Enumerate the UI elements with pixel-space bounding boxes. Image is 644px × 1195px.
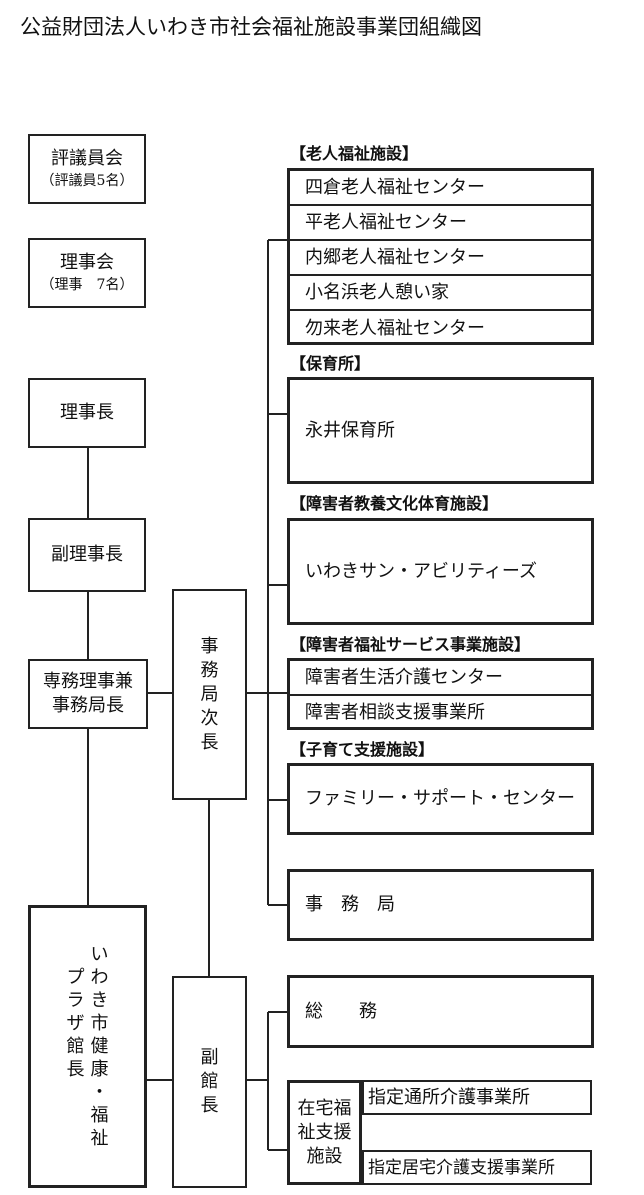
council-box: 評議員会 （評議員5名）	[28, 134, 146, 204]
home-welfare-box: 在宅福 祉支援 施設	[287, 1080, 362, 1185]
vice-director-char: 館	[200, 1071, 219, 1092]
childcare-item: ファミリー・サポート・センター	[287, 763, 594, 835]
page-title: 公益財団法人いわき市社会福祉施設事業団組織図	[20, 15, 482, 39]
home-welfare-item-label: 指定通所介護事業所	[368, 1086, 530, 1108]
chairman-box: 理事長	[28, 378, 146, 448]
vice-director-char: 長	[200, 1095, 219, 1116]
managing-director-box: 専務理事兼 事務局長	[28, 659, 148, 729]
plaza-char: プ	[66, 967, 85, 988]
deputy-char: 事	[200, 635, 219, 657]
home-welfare-line: 施設	[306, 1145, 343, 1167]
plaza-director-col2: プ ラ ザ 館 長	[67, 943, 85, 1150]
plaza-director-label: い わ き 市 健 康 ・ 福 祉 プ ラ ザ 館 長	[67, 943, 109, 1150]
category-disabled-service: 【障害者福祉サービス事業施設】	[290, 635, 531, 654]
plaza-director-box: い わ き 市 健 康 ・ 福 祉 プ ラ ザ 館 長	[28, 905, 147, 1188]
vice-director-box: 副 館 長	[172, 976, 247, 1188]
plaza-char: 長	[66, 1059, 85, 1080]
elderly-item: 勿来老人福祉センター	[305, 317, 485, 339]
category-disabled-culture: 【障害者教養文化体育施設】	[290, 494, 499, 513]
home-welfare-item: 指定通所介護事業所	[362, 1080, 592, 1115]
deputy-secretary-box: 事 務 局 次 長	[172, 589, 247, 800]
disabled-service-list: 障害者生活介護センター 障害者相談支援事業所	[287, 658, 594, 730]
plaza-director-col1: い わ き 市 健 康 ・ 福 祉	[91, 943, 109, 1150]
elderly-list: 四倉老人福祉センター 平老人福祉センター 内郷老人福祉センター 小名浜老人憩い家…	[287, 168, 594, 345]
plaza-char: 康	[90, 1059, 109, 1080]
plaza-char: 館	[66, 1036, 85, 1057]
elderly-item: 四倉老人福祉センター	[290, 171, 591, 206]
disabled-service-item: 障害者相談支援事業所	[305, 701, 485, 723]
managing-director-line1: 専務理事兼	[43, 671, 133, 692]
managing-director-line2: 事務局長	[52, 695, 124, 716]
chairman-label: 理事長	[60, 402, 114, 423]
general-affairs-box: 総 務	[287, 975, 594, 1048]
deputy-char: 務	[200, 659, 219, 681]
nursery-item: 永井保育所	[287, 377, 594, 484]
vice-director-char: 副	[200, 1047, 219, 1068]
plaza-char: 福	[90, 1105, 109, 1126]
home-welfare-line: 祉支援	[297, 1121, 352, 1143]
category-nursery: 【保育所】	[290, 354, 371, 373]
plaza-char: 祉	[90, 1128, 109, 1149]
plaza-char: ・	[90, 1082, 109, 1103]
deputy-char: 次	[200, 707, 219, 729]
plaza-char: ラ	[66, 990, 85, 1011]
home-welfare-item-label: 指定居宅介護支援事業所	[368, 1157, 555, 1178]
plaza-char: き	[90, 990, 109, 1011]
board-box: 理事会 （理事 7名）	[28, 238, 146, 308]
elderly-item: 小名浜老人憩い家	[290, 276, 591, 311]
council-sub: （評議員5名）	[40, 173, 134, 189]
category-childcare: 【子育て支援施設】	[290, 740, 435, 759]
office-box: 事 務 局	[287, 869, 594, 941]
home-welfare-line: 在宅福	[297, 1097, 352, 1119]
plaza-char: わ	[90, 967, 109, 988]
council-label: 評議員会	[51, 148, 123, 169]
elderly-item: 内郷老人福祉センター	[290, 241, 591, 276]
category-elderly: 【老人福祉施設】	[290, 144, 419, 163]
vice-chairman-label: 副理事長	[51, 544, 123, 565]
disabled-service-item: 障害者生活介護センター	[290, 661, 591, 696]
home-welfare-item: 指定居宅介護支援事業所	[362, 1150, 592, 1185]
elderly-item: 平老人福祉センター	[290, 206, 591, 241]
disabled-culture-item: いわきサン・アビリティーズ	[287, 518, 594, 625]
board-label: 理事会	[60, 252, 114, 273]
plaza-char: 健	[90, 1036, 109, 1057]
vice-chairman-box: 副理事長	[28, 518, 146, 592]
deputy-char: 局	[200, 683, 219, 705]
deputy-char: 長	[200, 731, 219, 753]
plaza-char: い	[90, 944, 109, 965]
board-sub: （理事 7名）	[40, 277, 134, 293]
plaza-char: ザ	[66, 1013, 85, 1034]
plaza-char: 市	[90, 1013, 109, 1034]
